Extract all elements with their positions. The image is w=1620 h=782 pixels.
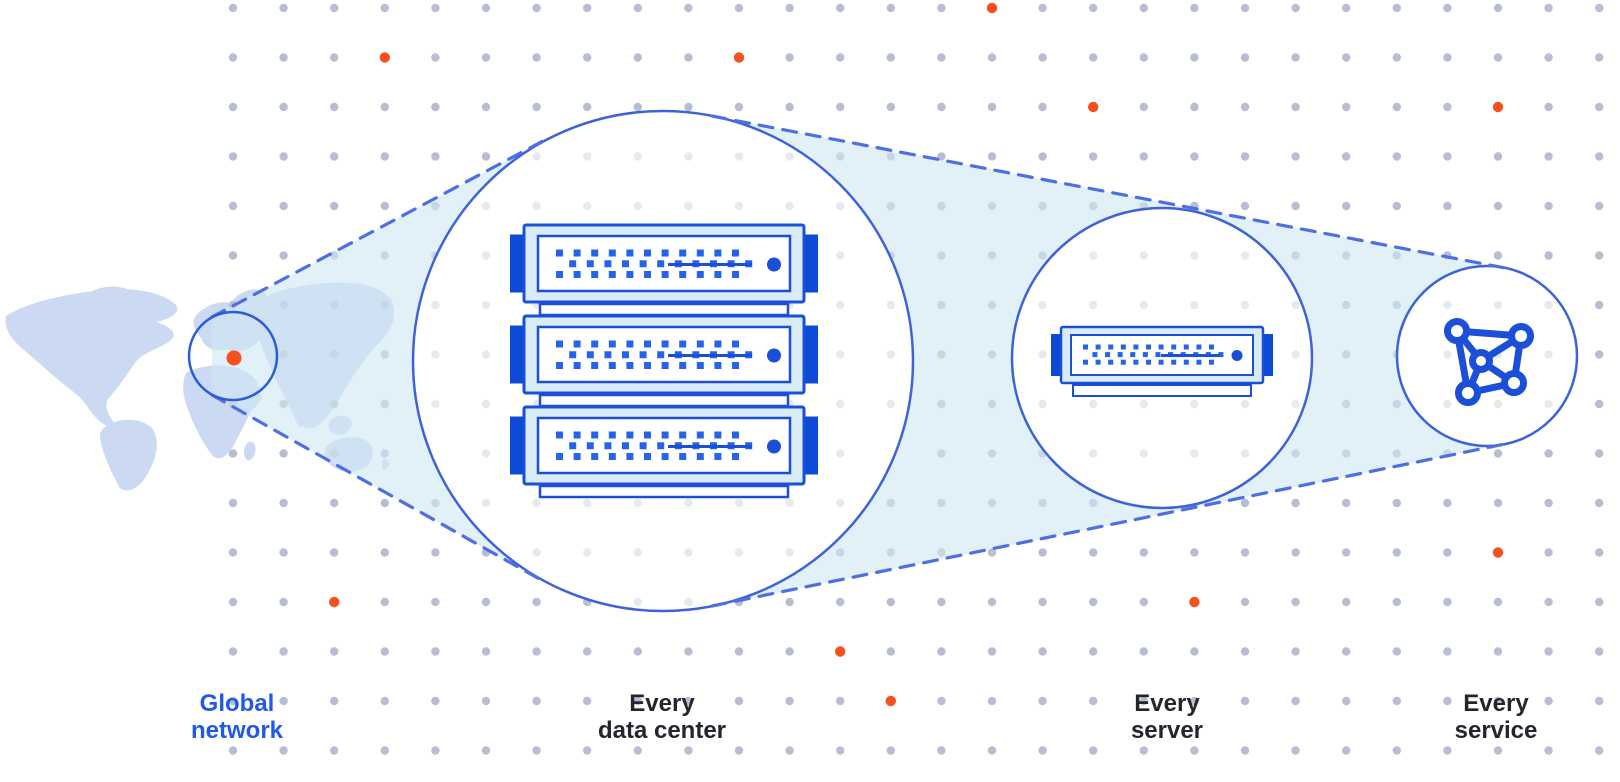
server-rack-icon [510,223,818,499]
continent-greenland [82,286,132,315]
label-global-network-line-1: Global [200,690,275,717]
label-every-data-center-line-1: Every [629,690,695,717]
label-every-server-line-2: server [1131,717,1203,744]
stage-labels: Global network Every data center Every s… [191,690,1537,744]
server-icon [1051,325,1273,397]
network-mesh-icon [1444,318,1534,406]
label-every-service-line-2: service [1455,717,1538,744]
dashed-line-bottom-right [710,442,1507,608]
map-marker-dot [226,350,242,366]
dashed-line-top-right [710,114,1507,270]
label-every-service-line-1: Every [1463,690,1529,717]
dashed-line-top-left [210,139,545,319]
dashed-line-bottom-left [210,393,545,583]
zoom-dashed-lines [210,114,1507,608]
map-focus-circle [187,310,279,402]
label-every-server-line-1: Every [1134,690,1200,717]
label-global-network-line-2: network [191,717,284,744]
continent-north-america [5,289,178,430]
label-every-data-center-line-2: data center [598,717,726,744]
continent-south-america [100,419,157,491]
continent-greenland-island [136,292,158,307]
island-madagascar [243,441,256,461]
map-focus [187,310,279,402]
